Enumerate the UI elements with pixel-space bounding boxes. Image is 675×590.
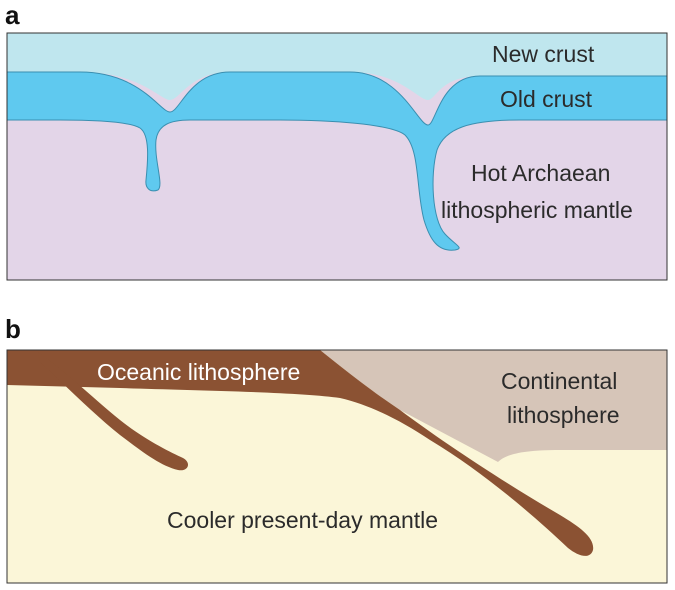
label-continental-line2: lithosphere [507,402,620,428]
label-continental-line1: Continental [501,368,617,394]
label-new-crust: New crust [492,41,595,67]
panel-b: Oceanic lithosphere Continental lithosph… [6,349,668,584]
panel-b-oceanic-main [7,350,594,556]
label-mantle-b: Cooler present-day mantle [167,507,438,533]
panel-a-border [6,32,668,281]
panel-a-old-crust [6,71,668,251]
label-oceanic: Oceanic lithosphere [97,359,300,385]
panel-b-letter: b [5,314,21,344]
panel-a-letter: a [5,0,20,30]
panel-b-border [6,349,668,584]
panel-a-new-crust [7,33,667,100]
label-old-crust: Old crust [500,86,593,112]
panel-b-continental [320,350,667,462]
panel-a: New crust Old crust Hot Archaean lithosp… [6,32,668,281]
label-mantle-a-line1: Hot Archaean [471,160,610,186]
label-mantle-a-line2: lithospheric mantle [441,197,633,223]
panel-b-oceanic-branch [38,352,189,471]
